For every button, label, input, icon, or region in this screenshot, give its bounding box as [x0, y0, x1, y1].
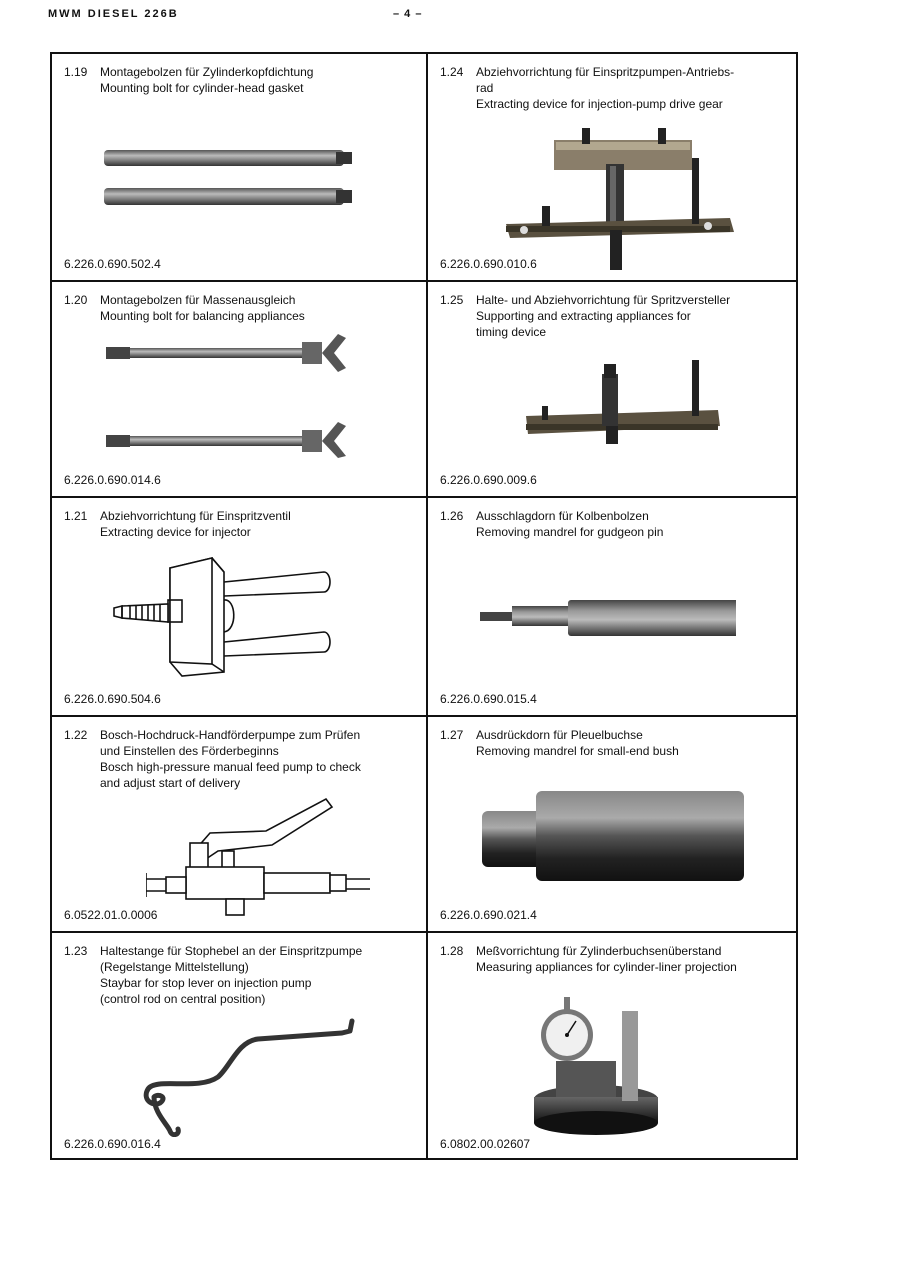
mounting-bolt-pair-icon — [100, 144, 360, 214]
item-number: 1.24 — [440, 65, 464, 79]
item-title-de: Ausdrückdorn für Pleuelbuchse — [476, 728, 643, 742]
item-number: 1.22 — [64, 728, 88, 742]
part-number: 6.226.0.690.015.4 — [440, 692, 537, 706]
item-number: 1.23 — [64, 944, 88, 958]
item-title-en: Mounting bolt for cylinder-head gasket — [100, 81, 304, 95]
part-number: 6.0802.00.02607 — [440, 1137, 531, 1151]
item-title-de: Haltestange für Stophebel an der Einspri… — [100, 944, 363, 958]
item-title-en: Supporting and extracting appliances for — [476, 309, 691, 323]
column-divider — [426, 54, 428, 1158]
item-title-en: Bosch high-pressure manual feed pump to … — [100, 760, 361, 774]
tool-cell-1-24: 1.24 Abziehvorrichtung für Einspritzpump… — [428, 54, 798, 280]
item-title-en: Removing mandrel for gudgeon pin — [476, 525, 664, 539]
item-title-en-cont: and adjust start of delivery — [100, 776, 241, 790]
gudgeon-pin-mandrel-icon — [476, 594, 736, 644]
item-title-de: Ausschlagdorn für Kolbenbolzen — [476, 509, 649, 523]
part-number: 6.226.0.690.014.6 — [64, 473, 161, 487]
row-divider — [52, 496, 796, 498]
item-title-de: Abziehvorrichtung für Einspritzventil — [100, 509, 291, 523]
tool-cell-1-28: 1.28 Meßvorrichtung für Zylinderbuchsenü… — [428, 933, 798, 1160]
item-title-en-cont: (control rod on central position) — [100, 992, 266, 1006]
part-number: 6.226.0.690.021.4 — [440, 908, 537, 922]
tools-table: 1.19 Montagebolzen für Zylinderkopfdicht… — [50, 52, 798, 1160]
hand-feed-pump-icon — [146, 793, 376, 921]
page-number: – 4 – — [393, 8, 423, 20]
item-number: 1.19 — [64, 65, 88, 79]
item-number: 1.21 — [64, 509, 88, 523]
item-title-en: Extracting device for injection-pump dri… — [476, 97, 723, 111]
item-number: 1.26 — [440, 509, 464, 523]
item-title-de: Halte- und Abziehvorrichtung für Spritzv… — [476, 293, 731, 307]
part-number: 6.226.0.690.504.6 — [64, 692, 161, 706]
item-title-de-cont: rad — [476, 81, 494, 95]
item-number: 1.25 — [440, 293, 464, 307]
gear-puller-icon — [498, 126, 738, 274]
part-number: 6.226.0.690.016.4 — [64, 1137, 161, 1151]
item-title-en: Mounting bolt for balancing appliances — [100, 309, 305, 323]
item-title-en: Removing mandrel for small-end bush — [476, 744, 679, 758]
item-title-de-cont: (Regelstange Mittelstellung) — [100, 960, 249, 974]
dial-gauge-stand-icon — [532, 997, 662, 1137]
tool-cell-1-27: 1.27 Ausdrückdorn für Pleuelbuchse Remov… — [428, 717, 798, 931]
tool-cell-1-19: 1.19 Montagebolzen für Zylinderkopfdicht… — [52, 54, 426, 280]
item-title-en-cont: timing device — [476, 325, 547, 339]
item-title-en: Measuring appliances for cylinder-liner … — [476, 960, 737, 974]
tool-cell-1-23: 1.23 Haltestange für Stophebel an der Ei… — [52, 933, 426, 1160]
item-title-de: Abziehvorrichtung für Einspritzpumpen-An… — [476, 65, 735, 79]
tool-cell-1-25: 1.25 Halte- und Abziehvorrichtung für Sp… — [428, 282, 798, 496]
row-divider — [52, 931, 796, 933]
document-header-title: MWM DIESEL 226B — [48, 8, 179, 20]
item-title-en: Extracting device for injector — [100, 525, 251, 539]
timing-device-puller-icon — [522, 354, 722, 454]
item-title-de: Bosch-Hochdruck-Handförderpumpe zum Prüf… — [100, 728, 361, 742]
row-divider — [52, 715, 796, 717]
staybar-icon — [138, 1017, 358, 1137]
tool-cell-1-22: 1.22 Bosch-Hochdruck-Handförderpumpe zum… — [52, 717, 426, 931]
tool-cell-1-21: 1.21 Abziehvorrichtung für Einspritzvent… — [52, 498, 426, 715]
part-number: 6.226.0.690.010.6 — [440, 257, 537, 271]
injector-puller-icon — [112, 552, 342, 677]
item-title-en: Staybar for stop lever on injection pump — [100, 976, 312, 990]
item-title-de: Montagebolzen für Zylinderkopfdichtung — [100, 65, 314, 79]
row-divider — [52, 280, 796, 282]
small-end-bush-mandrel-icon — [482, 783, 752, 883]
wing-nut-bolt-icon — [102, 330, 352, 460]
part-number: 6.0522.01.0.0006 — [64, 908, 158, 922]
part-number: 6.226.0.690.009.6 — [440, 473, 537, 487]
tool-cell-1-20: 1.20 Montagebolzen für Massenausgleich M… — [52, 282, 426, 496]
item-number: 1.27 — [440, 728, 464, 742]
tool-cell-1-26: 1.26 Ausschlagdorn für Kolbenbolzen Remo… — [428, 498, 798, 715]
item-title-de: Montagebolzen für Massenausgleich — [100, 293, 296, 307]
item-title-de: Meßvorrichtung für Zylinderbuchsenüberst… — [476, 944, 722, 958]
item-number: 1.20 — [64, 293, 88, 307]
item-title-de-cont: und Einstellen des Förderbeginns — [100, 744, 279, 758]
item-number: 1.28 — [440, 944, 464, 958]
part-number: 6.226.0.690.502.4 — [64, 257, 161, 271]
